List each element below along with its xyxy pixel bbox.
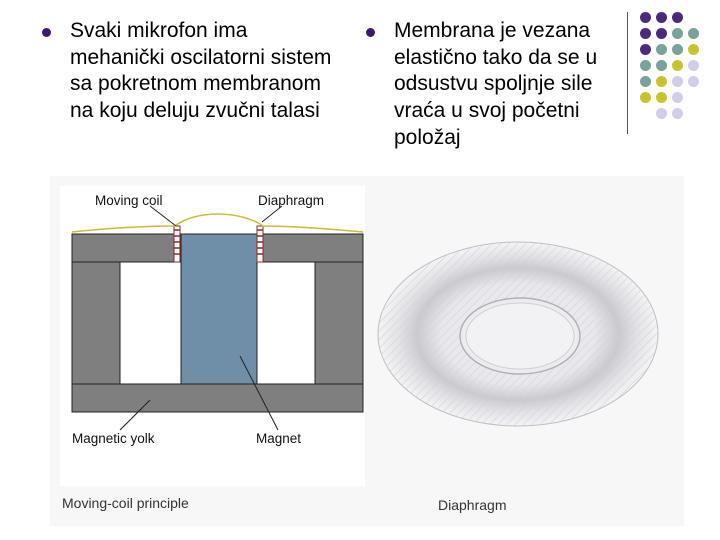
divider-line [627, 12, 628, 134]
deco-dot [688, 44, 699, 55]
bullet-dot-icon [366, 28, 375, 37]
moving-coil-shape [173, 225, 264, 263]
label-moving-coil: Moving coil [95, 193, 163, 208]
deco-dot [656, 92, 667, 103]
deco-dot [656, 60, 667, 71]
deco-dot [640, 92, 651, 103]
bullet-dot-icon [42, 28, 51, 37]
magnet-shape [180, 233, 258, 385]
deco-dot [656, 28, 667, 39]
caption-right: Diaphragm [438, 497, 507, 513]
leader-line [119, 399, 151, 431]
deco-dot [672, 44, 683, 55]
label-magnetic-yolk: Magnetic yolk [72, 431, 155, 446]
deco-dot [640, 12, 651, 23]
deco-dot [688, 28, 699, 39]
deco-dot [656, 108, 667, 119]
magnetic-yoke-shape [71, 233, 364, 413]
bullet-text-1: Svaki mikrofon ima mehanički oscilatorni… [70, 19, 332, 122]
deco-dot [656, 44, 667, 55]
deco-dot [656, 76, 667, 87]
leader-line [261, 205, 283, 223]
diaphragm-photo [377, 241, 659, 427]
deco-dot [672, 12, 683, 23]
deco-dot [688, 76, 699, 87]
leader-line [149, 205, 177, 227]
deco-dot [672, 28, 683, 39]
deco-dot [640, 60, 651, 71]
deco-dot [672, 92, 683, 103]
label-magnet: Magnet [256, 431, 302, 446]
moving-coil-diagram-svg [60, 186, 659, 486]
deco-dot [688, 60, 699, 71]
deco-dot [672, 60, 683, 71]
label-diaphragm: Diaphragm [258, 193, 325, 208]
deco-dot [672, 76, 683, 87]
caption-left: Moving-coil principle [62, 495, 189, 511]
microphone-figure: Moving coil Diaphragm Magnetic yolk Magn… [50, 176, 684, 526]
deco-dot [640, 44, 651, 55]
diaphragm-curve [71, 213, 364, 233]
deco-dot [640, 28, 651, 39]
deco-dot [656, 12, 667, 23]
bullet-text-2: Membrana je vezana elastično tako da se … [394, 19, 598, 149]
leader-line [239, 355, 279, 431]
deco-dot [672, 108, 683, 119]
deco-dot [640, 76, 651, 87]
